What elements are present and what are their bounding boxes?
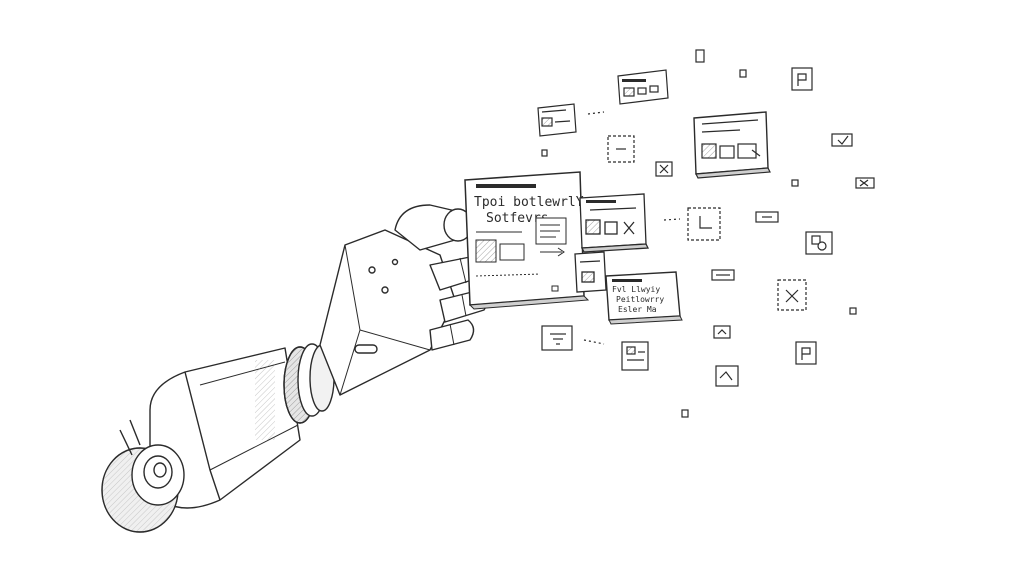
side-document-card: Fvl Llwyiy Peitlowrry Esler Ma — [605, 271, 683, 325]
form-icon — [621, 341, 649, 371]
small-square-5 — [849, 307, 857, 315]
side-card-heading-line1: Fvl Llwyiy — [612, 285, 660, 294]
small-square-4 — [791, 179, 799, 187]
toggle-icon — [711, 269, 735, 281]
paragraph-icon — [791, 67, 813, 91]
small-square-2 — [739, 69, 747, 78]
image-icon — [715, 365, 739, 387]
stacked-cards — [574, 193, 650, 293]
floating-window-top — [617, 69, 669, 105]
close-icon — [655, 161, 673, 177]
main-card-heading-line2: Sotfevrs — [486, 211, 549, 226]
side-card-heading-line3: Esler Ma — [618, 305, 657, 314]
filter-icon — [541, 325, 573, 351]
main-card-heading-line1: Tpoi botlewrlY — [474, 195, 584, 210]
shapes-icon — [805, 231, 833, 255]
floating-window-small — [537, 103, 577, 137]
palm — [319, 229, 456, 396]
link-icon — [755, 211, 779, 223]
floating-ui-fragments — [537, 49, 875, 418]
small-square-3 — [541, 149, 548, 157]
check-icon — [831, 133, 853, 147]
side-card-heading-line2: Peitlowrry — [616, 295, 664, 304]
elbow-joint-wheel — [101, 419, 185, 533]
main-document-card: Tpoi botlewrlY Sotfevrs — [464, 171, 590, 310]
floating-window-large — [693, 111, 771, 179]
robot-arm — [101, 204, 491, 533]
dashed-close-box — [777, 279, 807, 311]
dashed-selection-box — [607, 135, 635, 163]
dashed-crop-box — [663, 207, 721, 241]
close-icon-right — [855, 177, 875, 189]
small-square-6 — [681, 409, 689, 418]
small-square-1 — [695, 49, 705, 63]
paragraph-icon-lower — [795, 341, 817, 365]
chart-small-icon — [713, 325, 731, 339]
